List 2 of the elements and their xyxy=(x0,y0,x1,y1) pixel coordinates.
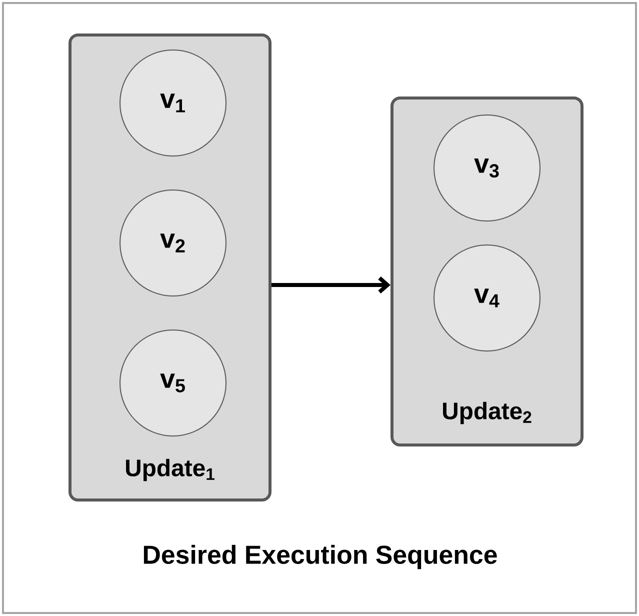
caption: Desired Execution Sequence xyxy=(144,544,497,570)
arrow xyxy=(272,276,390,294)
